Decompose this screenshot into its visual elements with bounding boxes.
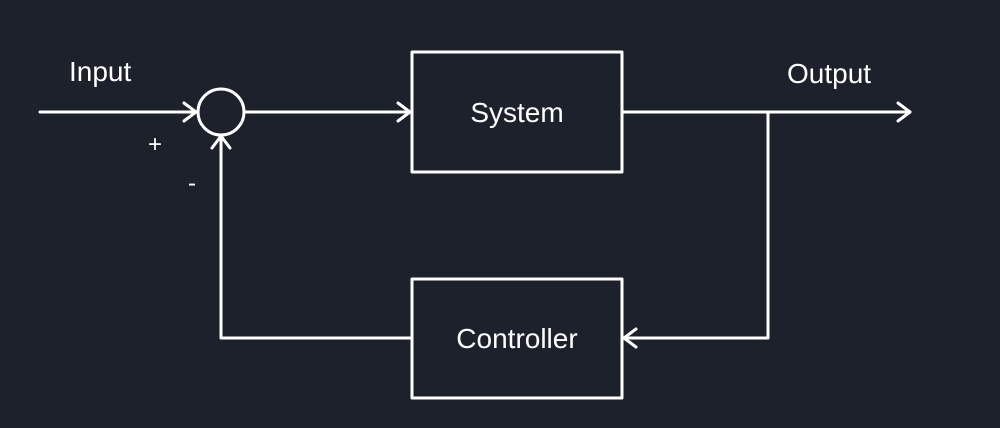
output-label: Output xyxy=(787,58,872,89)
minus-sign: - xyxy=(188,170,196,197)
system-label: System xyxy=(470,97,564,128)
controller-label: Controller xyxy=(456,323,578,354)
summing-junction xyxy=(196,87,246,137)
system-input-arrowhead xyxy=(396,101,412,123)
output-arrowhead xyxy=(896,101,912,123)
junction-feedback-arrowhead xyxy=(210,134,232,150)
input-label: Input xyxy=(69,56,132,87)
feedback-path xyxy=(622,110,770,340)
controller-input-arrowhead xyxy=(622,327,638,349)
controller-to-junction-path xyxy=(219,135,414,340)
input-arrowhead xyxy=(182,101,198,123)
plus-sign: + xyxy=(148,131,163,158)
